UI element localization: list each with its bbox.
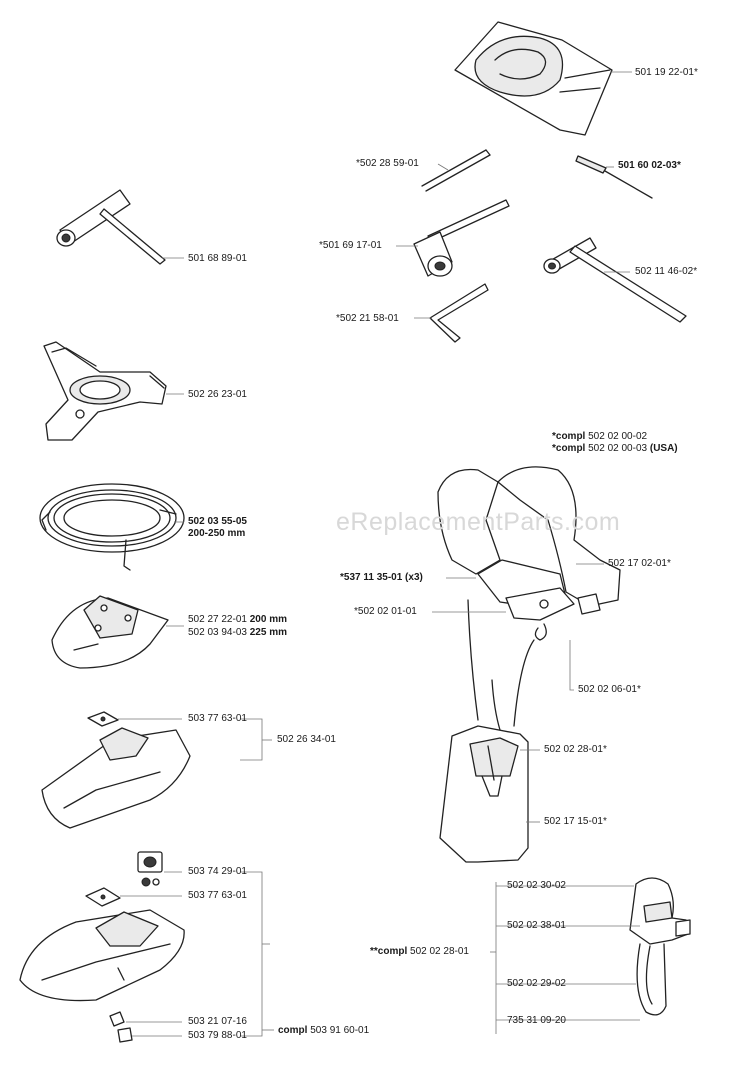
label-guard-small-200: 502 27 22-01 200 mm (188, 614, 287, 626)
label-combo-compl: compl 503 91 60-01 (278, 1025, 369, 1037)
label-hook: 502 02 06-01* (578, 684, 641, 695)
label-hex-key: *502 21 58-01 (336, 313, 399, 324)
label-harness-compl-1: *compl 502 02 00-02 (552, 431, 647, 443)
label-guard-large-plate: 503 77 63-01 (188, 713, 247, 724)
label-harness-compl-2: *compl 502 02 00-03 (USA) (552, 443, 678, 455)
label-t-wrench-right: 502 11 46-02* (635, 266, 698, 277)
t-wrench-right-drawing (543, 237, 687, 323)
label-combo-screw-a: 503 21 07-16 (188, 1016, 247, 1027)
label-shoulder-compl: **compl 502 02 28-01 (370, 946, 469, 958)
label-t-wrench-left: 501 68 89-01 (188, 253, 247, 264)
three-arm-plate-drawing (43, 341, 167, 441)
label-combo-screw-b: 503 79 88-01 (188, 1030, 247, 1041)
label-chest-strap: *502 02 01-01 (354, 606, 417, 617)
harness-drawing (437, 466, 621, 863)
label-shoulder-c: 502 02 29-02 (507, 978, 566, 989)
combo-compl-part: 503 91 60-01 (310, 1025, 370, 1036)
file-drawing (575, 155, 653, 199)
rod-drawing (421, 149, 491, 192)
guard-200-size: 200 mm (249, 614, 287, 625)
label-three-arm-plate: 502 26 23-01 (188, 389, 247, 400)
label-file: 501 60 02-03* (618, 160, 681, 171)
label-hip-pad: 502 17 15-01* (544, 816, 607, 827)
harness-compl-2-suffix: (USA) (649, 443, 678, 454)
guard-small-drawing (51, 595, 169, 669)
trimmer-ring-drawing (39, 483, 185, 571)
label-buckle: *537 11 35-01 (x3) (340, 572, 423, 583)
harness-compl-1-part: 502 02 00-02 (588, 431, 648, 442)
label-ring-part: 502 03 55-05 (188, 516, 247, 527)
harness-compl-2-prefix: *compl (552, 443, 586, 454)
shoulder-compl-part: 502 02 28-01 (410, 946, 469, 957)
label-strap: 502 17 02-01* (608, 558, 671, 569)
guard-large-drawing (41, 711, 191, 829)
label-ring-size: 200-250 mm (188, 528, 246, 539)
label-guard-large-group: 502 26 34-01 (277, 734, 336, 745)
label-socket-wrench: *501 69 17-01 (319, 240, 382, 251)
guard-200-part: 502 27 22-01 (188, 614, 247, 625)
watermark: eReplacementParts.com (336, 508, 621, 536)
guard-225-part: 502 03 94-03 (188, 627, 247, 638)
label-guard-small-225: 502 03 94-03 225 mm (188, 627, 287, 639)
label-shoulder-a: 502 02 30-02 (507, 880, 566, 891)
guard-combo-drawing (19, 851, 185, 1043)
shoulder-hook-drawing (629, 877, 691, 1016)
socket-wrench-drawing (413, 199, 510, 277)
label-tool-bag: 501 19 22-01* (635, 67, 698, 78)
shoulder-compl-prefix: **compl (370, 946, 408, 957)
t-wrench-left-drawing (56, 189, 166, 265)
label-combo-plate: 503 77 63-01 (188, 890, 247, 901)
label-combo-top: 503 74 29-01 (188, 866, 247, 877)
harness-compl-2-part: 502 02 00-03 (588, 443, 648, 454)
combo-compl-prefix: compl (278, 1025, 308, 1036)
label-shoulder-b: 502 02 38-01 (507, 920, 566, 931)
label-shoulder-d: 735 31 09-20 (507, 1015, 566, 1026)
hex-key-drawing (429, 283, 489, 343)
label-rod: *502 28 59-01 (356, 158, 419, 169)
harness-compl-1-prefix: *compl (552, 431, 586, 442)
label-pad: 502 02 28-01* (544, 744, 607, 755)
guard-225-size: 225 mm (249, 627, 287, 638)
tool-bag-drawing (454, 21, 613, 136)
